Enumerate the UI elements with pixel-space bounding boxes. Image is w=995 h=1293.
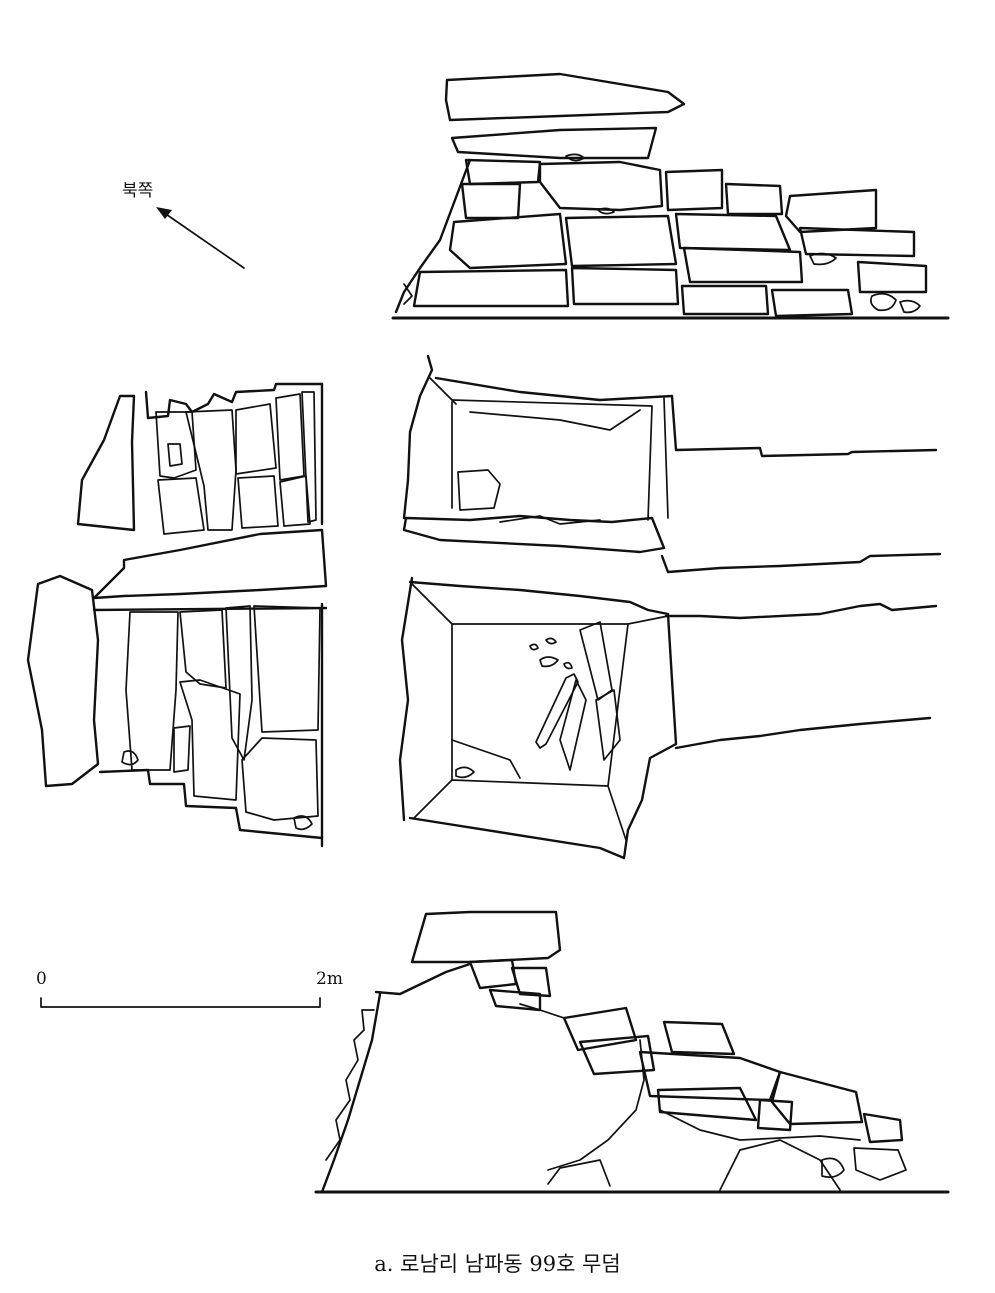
- west-wall-elevation-upper: [76, 382, 328, 612]
- west-wall-elevation-lower: [26, 574, 324, 848]
- north-label: 북쪽: [122, 181, 154, 201]
- scale-bar: [40, 997, 321, 1008]
- north-arrow-icon: [156, 207, 245, 269]
- bottom-elevation-drawing: [314, 910, 950, 1194]
- figure-caption: a. 로남리 남파동 99호 무덤: [374, 1252, 621, 1276]
- chamber-plan-upper: [402, 354, 942, 574]
- top-elevation-drawing: [391, 72, 950, 320]
- scale-start-label: 0: [36, 969, 47, 989]
- chamber-plan-lower: [398, 576, 938, 860]
- scale-end-label: 2m: [316, 969, 343, 989]
